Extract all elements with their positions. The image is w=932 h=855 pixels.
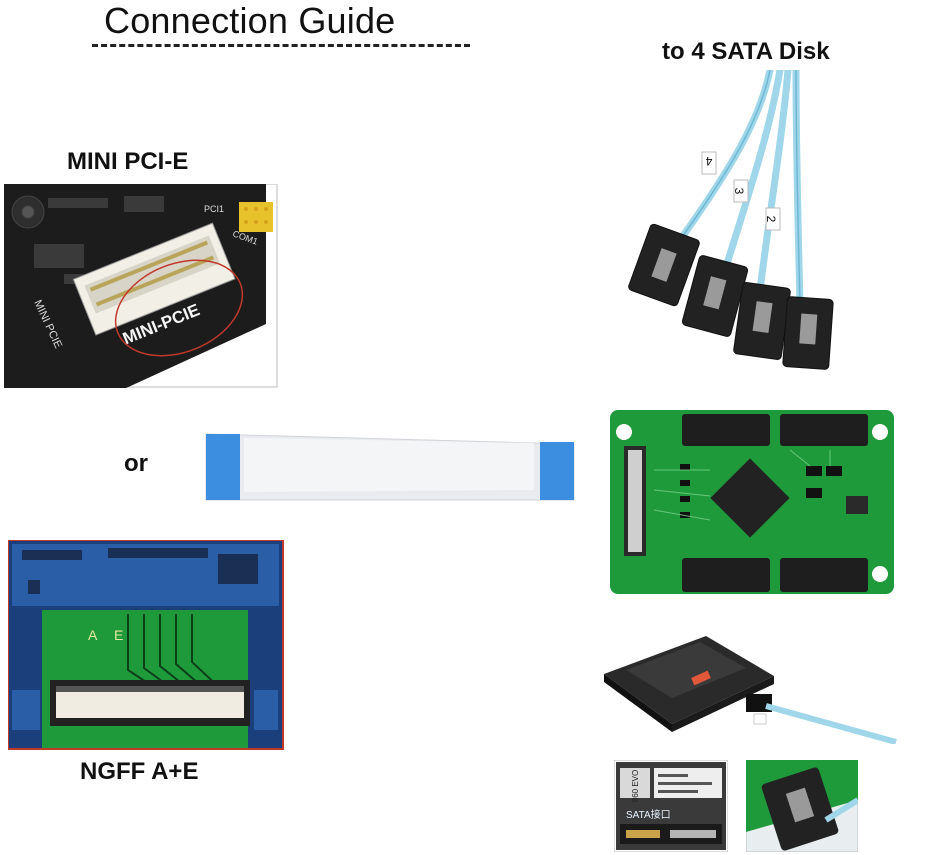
mini-pcie-image: PCI1 COM1 MINI-PCIE MINI PCIE	[4, 184, 278, 388]
title-underline	[92, 44, 470, 47]
ssd-port-text: SATA接口	[626, 808, 671, 821]
or-label: or	[124, 450, 148, 477]
cable-number-4: 4	[705, 154, 712, 168]
sata-disk-label: to 4 SATA Disk	[662, 38, 830, 65]
ssd-port-closeup-image: 860 EVO SATA接口	[614, 760, 728, 852]
pci-header-silk: PCI1	[204, 204, 224, 214]
ngff-mark-e: E	[114, 627, 123, 643]
sata-plug-closeup-image	[746, 760, 858, 852]
cable-number-3: 3	[732, 188, 746, 195]
ffc-cable-image	[205, 433, 575, 501]
ngff-label: NGFF A+E	[80, 758, 199, 785]
ssd-model-text: 860 EVO	[631, 770, 640, 802]
ffc-tab-left	[206, 434, 240, 500]
mini-pcie-label: MINI PCI-E	[67, 148, 189, 175]
sata-ports	[682, 414, 868, 592]
cable-number-tags: 4 3 2	[701, 151, 781, 231]
page-title: Connection Guide	[104, 0, 396, 41]
ngff-mark-a: A	[88, 627, 98, 643]
cable-number-2: 2	[764, 216, 778, 223]
ssd-image	[604, 636, 897, 744]
sata-cables-image: 4 3 2	[628, 70, 834, 370]
ffc-tab-right	[540, 442, 574, 500]
ngff-image: A E	[8, 540, 284, 750]
sata-adapter-board-image	[610, 410, 894, 594]
highlight-circle	[114, 259, 244, 357]
